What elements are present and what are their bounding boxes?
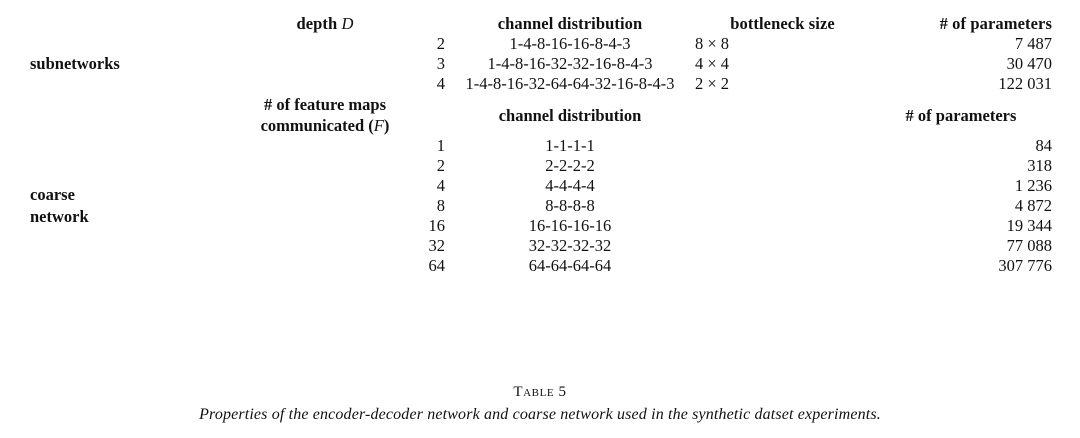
header-depth-symbol: D: [341, 14, 354, 33]
header-empty-corner: [30, 14, 205, 34]
cell-channel-distribution: 1-4-8-16-32-64-64-32-16-8-4-3: [465, 74, 675, 93]
header-feature-maps-line2: communicated: [260, 116, 365, 136]
cell-channel-distribution: 64-64-64-64: [528, 256, 612, 276]
cell-bottleneck-size: 8 × 8: [695, 34, 730, 53]
cell-num-parameters: 307 776: [998, 256, 1052, 276]
cell-feature-maps: 4: [436, 176, 445, 196]
header-depth-text: depth: [296, 14, 338, 33]
cell-bottleneck-size: 4 × 4: [695, 54, 730, 73]
header-num-parameters-2: # of parameters: [905, 105, 1017, 125]
table-number: Table 5: [513, 384, 567, 400]
header-channel-distribution-2: channel distribution: [498, 105, 642, 125]
cell-feature-maps: 16: [428, 216, 446, 236]
table-row: 4 4-4-4-4 1 236: [30, 176, 1052, 196]
header-feature-maps: # of feature maps communicated (F): [260, 95, 390, 136]
cell-blank: [695, 216, 870, 236]
header-row-subnetworks: depth D channel distribution bottleneck …: [30, 14, 1052, 34]
cell-feature-maps: 32: [428, 236, 446, 256]
cell-num-parameters: 84: [1035, 136, 1053, 156]
cell-blank: [695, 176, 870, 196]
table-row: 8 8-8-8-8 4 872: [30, 196, 1052, 216]
table-row: 16 16-16-16-16 19 344: [30, 216, 1053, 236]
header-feature-maps-line1: # of feature maps: [263, 95, 387, 114]
table-container: depth D channel distribution bottleneck …: [30, 14, 1052, 276]
header-spacer-2: [695, 94, 870, 136]
cell-channel-distribution: 2-2-2-2: [545, 156, 595, 176]
cell-num-parameters: 77 088: [1006, 236, 1052, 256]
cell-depth: 2: [436, 34, 445, 53]
cell-num-parameters: 122 031: [998, 74, 1052, 93]
table-row: 32 32-32-32-32 77 088: [30, 236, 1053, 256]
cell-blank: [695, 236, 870, 256]
table-caption-block: Table 5 Properties of the encoder-decode…: [0, 384, 1080, 424]
cell-feature-maps: 8: [436, 196, 445, 216]
header-empty-corner-2: [30, 94, 205, 136]
cell-channel-distribution: 1-4-8-16-32-32-16-8-4-3: [487, 54, 653, 73]
cell-blank: [695, 136, 870, 156]
cell-num-parameters: 4 872: [1014, 196, 1052, 216]
table-row: subnetworks 2 1-4-8-16-16-8-4-3 8 × 8 7 …: [30, 34, 1052, 73]
row-group-label-network: network: [30, 207, 89, 227]
properties-table: depth D channel distribution bottleneck …: [30, 14, 1052, 276]
cell-blank: [695, 256, 870, 276]
cell-feature-maps: 2: [436, 156, 445, 176]
cell-num-parameters: 1 236: [1014, 176, 1052, 196]
cell-num-parameters: 7 487: [1014, 34, 1052, 53]
cell-num-parameters: 30 470: [1006, 54, 1052, 73]
cell-blank: [695, 196, 870, 216]
cell-channel-distribution: 1-4-8-16-16-8-4-3: [509, 34, 631, 53]
header-feature-maps-symbol: F: [373, 116, 384, 136]
cell-blank: [695, 156, 870, 176]
table-row: 4 1-4-8-16-32-64-64-32-16-8-4-3 2 × 2 12…: [30, 74, 1052, 94]
cell-num-parameters: 318: [1027, 156, 1052, 176]
cell-depth: 3: [436, 54, 445, 73]
cell-bottleneck-size: 2 × 2: [695, 74, 730, 93]
cell-feature-maps: 64: [428, 256, 446, 276]
header-num-parameters: # of parameters: [939, 14, 1052, 33]
cell-num-parameters: 19 344: [1006, 216, 1052, 236]
row-group-label-subnetworks: subnetworks: [30, 54, 120, 74]
table-caption-text: Properties of the encoder-decoder networ…: [199, 406, 881, 423]
cell-channel-distribution: 4-4-4-4: [545, 176, 595, 196]
row-group-label-coarse: coarse: [30, 185, 75, 205]
table-row: 3 1-4-8-16-32-32-16-8-4-3 4 × 4 30 470: [30, 54, 1052, 74]
header-row-coarse: # of feature maps communicated (F) chann…: [30, 94, 1052, 136]
cell-channel-distribution: 1-1-1-1: [545, 136, 595, 156]
cell-feature-maps: 1: [436, 136, 445, 156]
table-row: 2 2-2-2-2 318: [30, 156, 1052, 176]
cell-channel-distribution: 32-32-32-32: [528, 236, 612, 256]
cell-channel-distribution: 8-8-8-8: [545, 196, 595, 216]
header-bottleneck-size: bottleneck size: [730, 14, 835, 33]
table-row: 64 64-64-64-64 307 776: [30, 256, 1053, 276]
header-channel-distribution: channel distribution: [497, 14, 643, 33]
cell-channel-distribution: 16-16-16-16: [528, 216, 612, 236]
cell-depth: 4: [436, 74, 445, 93]
header-depth: depth D: [205, 14, 445, 34]
